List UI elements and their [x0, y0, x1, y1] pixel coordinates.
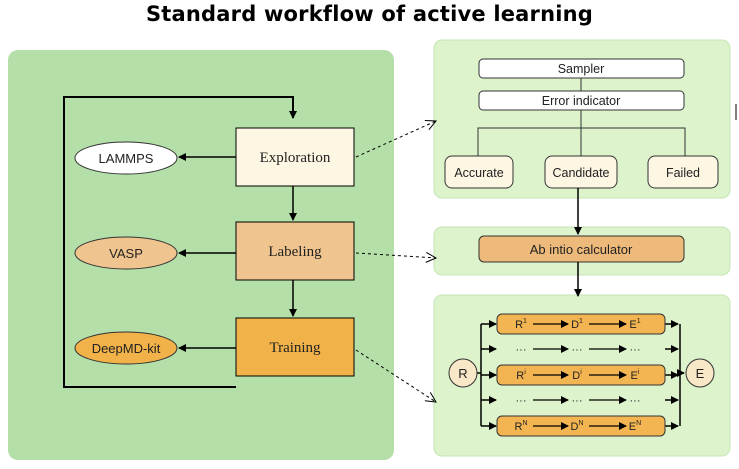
- ellipsis-dots: ···: [516, 344, 527, 356]
- outcome-failed-label: Failed: [666, 166, 700, 180]
- ellipsis-dots: ···: [630, 395, 641, 407]
- ellipsis-dots: ···: [572, 395, 583, 407]
- network-symbol: Ri: [516, 369, 526, 382]
- network-symbol: E1: [629, 318, 640, 331]
- diagram-title: Standard workflow of active learning: [145, 2, 594, 26]
- input-r-label: R: [458, 366, 467, 381]
- network-row-box: [496, 313, 666, 335]
- ellipsis-dots: ···: [630, 344, 641, 356]
- tool-lammps-label: LAMMPS: [99, 151, 154, 166]
- arrow-exploration-to-detail: [355, 121, 436, 158]
- tool-deepmd-label: DeepMD-kit: [92, 341, 161, 356]
- step-exploration-box[interactable]: [235, 127, 355, 187]
- output-e-node: [685, 358, 715, 388]
- loop-arrow: [63, 96, 297, 388]
- network-symbol: D1: [571, 318, 583, 331]
- calculator-box[interactable]: [478, 235, 685, 263]
- step-labeling-label: Labeling: [268, 244, 322, 260]
- arrow-labeling-to-detail: [355, 253, 436, 258]
- outcome-candidate-box[interactable]: [544, 155, 618, 189]
- outcome-accurate-label: Accurate: [454, 166, 503, 180]
- network-symbol: Di: [572, 369, 582, 382]
- network-row-box: [496, 364, 666, 386]
- tool-vasp-ellipse[interactable]: [74, 236, 178, 270]
- tool-vasp-label: VASP: [109, 246, 143, 261]
- step-training-box[interactable]: [235, 317, 355, 377]
- calculator-label: Ab intio calculator: [530, 242, 633, 257]
- outcome-candidate-label: Candidate: [553, 166, 610, 180]
- step-exploration-label: Exploration: [260, 150, 331, 166]
- outcome-accurate-box[interactable]: [444, 155, 514, 189]
- step-labeling-box[interactable]: [235, 221, 355, 281]
- error-indicator-label: Error indicator: [542, 94, 621, 108]
- network-symbol: Ei: [631, 369, 640, 382]
- tool-lammps-ellipse[interactable]: [74, 141, 178, 175]
- arrow-training-to-detail: [355, 349, 436, 402]
- output-e-label: E: [696, 366, 705, 381]
- sampler-label: Sampler: [558, 62, 605, 76]
- outcome-failed-box[interactable]: [647, 155, 719, 189]
- ellipsis-dots: ···: [572, 344, 583, 356]
- network-row-box: [496, 415, 666, 437]
- step-training-label: Training: [269, 340, 321, 356]
- ellipsis-dots: ···: [516, 395, 527, 407]
- tool-deepmd-ellipse[interactable]: [74, 331, 178, 365]
- network-symbol: R1: [515, 318, 527, 331]
